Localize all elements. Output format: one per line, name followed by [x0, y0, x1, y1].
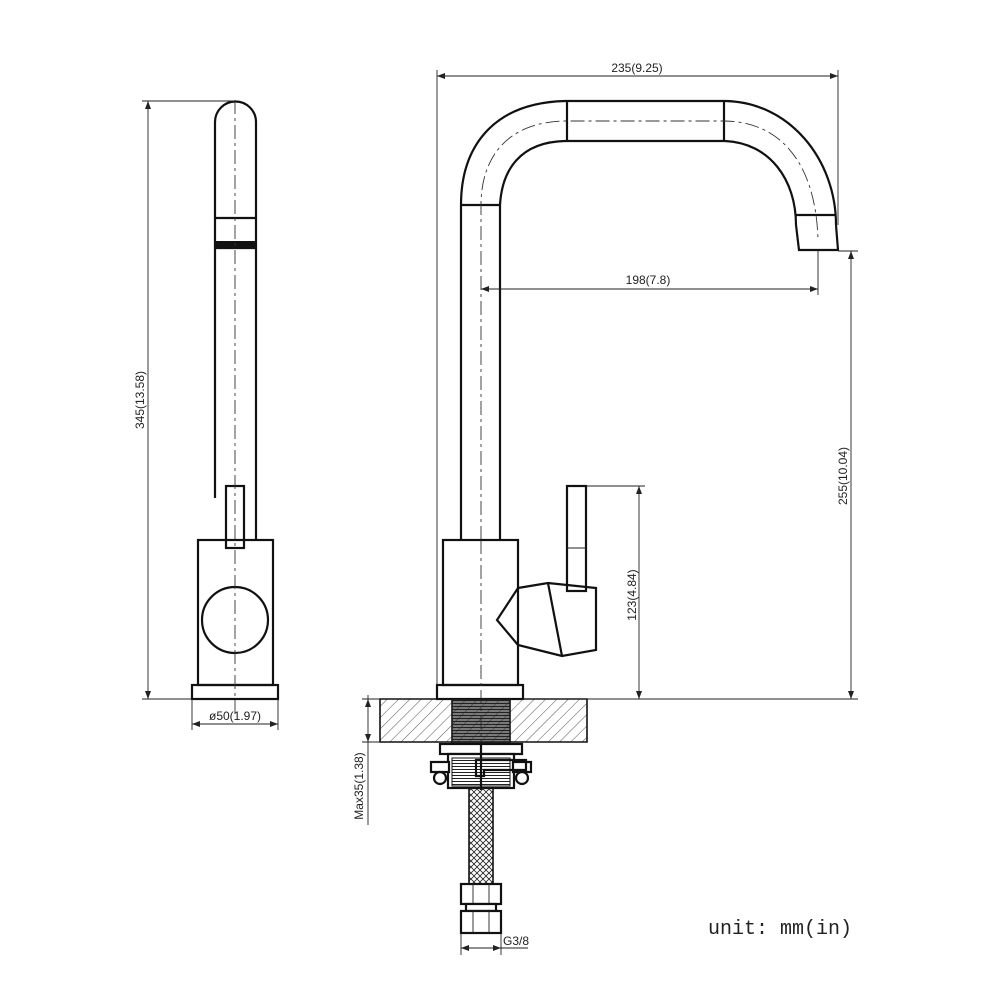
- front-view: [379, 99, 840, 935]
- dim-spout-height: 255(10.04): [836, 447, 850, 505]
- dim-connection-thread: G3/8: [503, 934, 529, 948]
- unit-note: unit: mm(in): [708, 918, 853, 941]
- dimension-lines: [142, 70, 858, 955]
- dim-spout-reach: 198(7.8): [626, 273, 671, 287]
- dim-overall-height: 345(13.58): [133, 371, 147, 429]
- dim-max-deck-thickness: Max35(1.38): [352, 752, 366, 819]
- dim-base-diameter: ø50(1.97): [209, 709, 261, 723]
- dim-overall-width: 235(9.25): [611, 61, 662, 75]
- dim-handle-height: 123(4.84): [625, 569, 639, 620]
- side-view: [190, 100, 280, 715]
